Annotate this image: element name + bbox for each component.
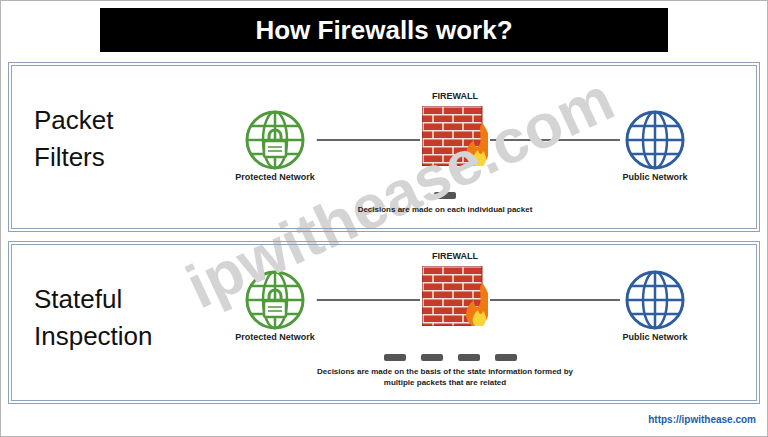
- panel-caption: Decisions are made on the basis of the s…: [314, 366, 576, 388]
- node-label: Public Network: [622, 172, 688, 183]
- node-label: Public Network: [622, 332, 688, 343]
- public-network-icon: [627, 272, 683, 328]
- packet-block: [384, 354, 406, 361]
- network-node: Public Network: [620, 108, 690, 183]
- packet-block: [458, 354, 480, 361]
- inspection-panel: Packet FiltersDecisions are made on each…: [8, 62, 760, 232]
- public-network-icon: [627, 112, 683, 328]
- firewall-wall-icon: [422, 266, 490, 326]
- node-label: FIREWALL: [422, 251, 488, 262]
- packet-block: [421, 354, 443, 361]
- packet-block: [495, 354, 517, 361]
- network-node: FIREWALL: [420, 251, 490, 324]
- title-text: How Firewalls work?: [255, 15, 512, 46]
- watermark-text: ipwithease.com: [176, 62, 624, 321]
- link-line: [317, 299, 420, 301]
- public-network-icon: [627, 112, 683, 168]
- source-url: https://ipwithease.com: [648, 414, 756, 425]
- protected-network-icon: [247, 112, 303, 168]
- node-label: FIREWALL: [422, 91, 488, 102]
- network-node: Protected Network: [233, 108, 317, 183]
- panel-caption: Decisions are made on each individual pa…: [358, 204, 533, 215]
- panel-heading: Stateful Inspection: [34, 281, 174, 355]
- link-line: [490, 299, 620, 301]
- link-line: [317, 139, 420, 141]
- network-node: Public Network: [620, 268, 690, 343]
- network-node: FIREWALL: [420, 91, 490, 164]
- node-label: Protected Network: [235, 172, 315, 183]
- inspection-panel: Stateful InspectionDecisions are made on…: [8, 241, 760, 404]
- network-node: Protected Network: [233, 268, 317, 343]
- title-bar: How Firewalls work?: [100, 8, 668, 52]
- node-label: Protected Network: [235, 332, 315, 343]
- panel-heading: Packet Filters: [34, 102, 174, 176]
